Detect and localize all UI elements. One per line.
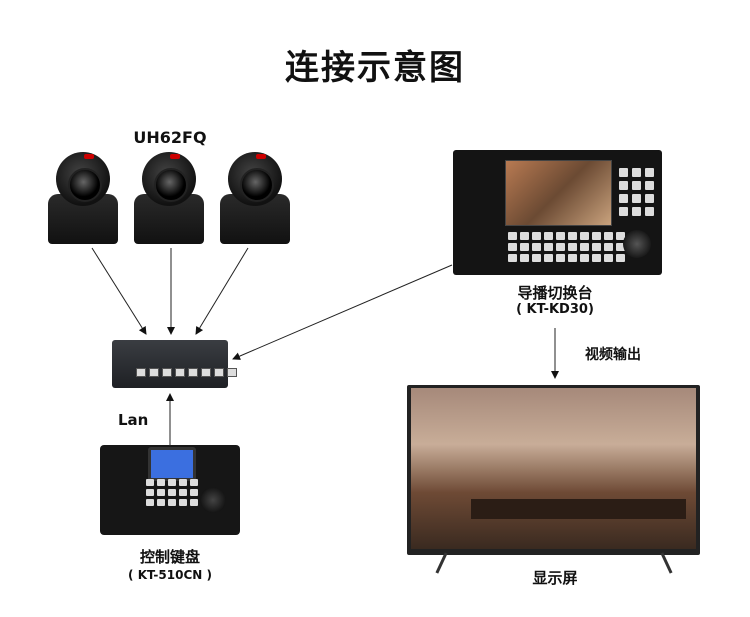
arrow-switcher-to-switch — [232, 264, 453, 360]
display-name: 显示屏 — [532, 569, 578, 587]
controller-model: ( KT-510CN ) — [128, 568, 212, 582]
joystick-icon — [623, 230, 651, 258]
joystick-icon — [200, 487, 226, 513]
arrow-camera3-to-switch — [195, 247, 249, 335]
controller-name: 控制键盘 — [139, 548, 200, 566]
ptz-camera-2 — [134, 152, 204, 246]
diagram-title: 连接示意图 — [285, 48, 465, 88]
video-switcher-device — [453, 150, 662, 275]
camera-model-label: UH62FQ — [133, 128, 207, 147]
network-switch — [112, 340, 237, 388]
video-output-label: 视频输出 — [585, 347, 641, 363]
lan-label: Lan — [118, 411, 149, 429]
control-keyboard-device — [100, 445, 240, 535]
switcher-name: 导播切换台 — [517, 284, 593, 302]
ptz-camera-1 — [48, 152, 118, 246]
switcher-model: ( KT-KD30) — [516, 302, 594, 317]
arrow-camera1-to-switch — [91, 247, 147, 335]
ptz-camera-3 — [220, 152, 290, 246]
display-screen-device — [407, 385, 700, 555]
